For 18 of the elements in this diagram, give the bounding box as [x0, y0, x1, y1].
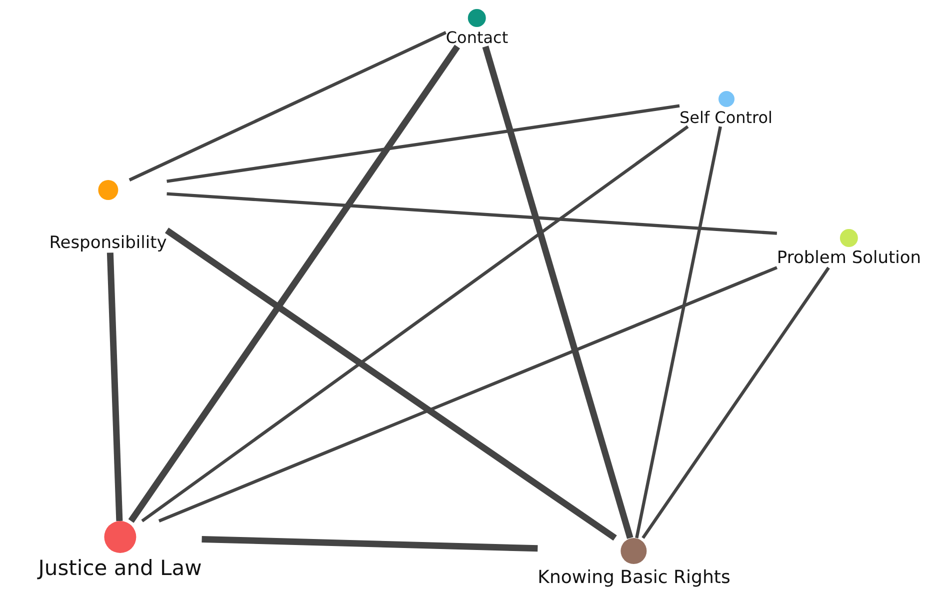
node-label: Problem Solution: [776, 249, 922, 268]
connector-line: [106, 252, 123, 522]
connector-line: [642, 266, 830, 539]
connector-line: [128, 44, 460, 523]
connector-line: [166, 192, 778, 235]
connector-line: [128, 31, 447, 182]
connector-line: [141, 125, 689, 522]
node-label: Knowing Basic Rights: [538, 568, 730, 588]
node-label: Responsibility: [49, 234, 167, 253]
node-label: Contact: [446, 29, 508, 47]
connector-line: [166, 104, 680, 183]
connector-line: [482, 46, 634, 539]
connector-line: [202, 536, 538, 552]
connector-line: [635, 126, 722, 538]
connector-line: [158, 266, 778, 522]
node-label: Self Control: [680, 109, 772, 127]
node-label: Justice and Law: [38, 557, 202, 580]
connector-line: [164, 228, 617, 541]
